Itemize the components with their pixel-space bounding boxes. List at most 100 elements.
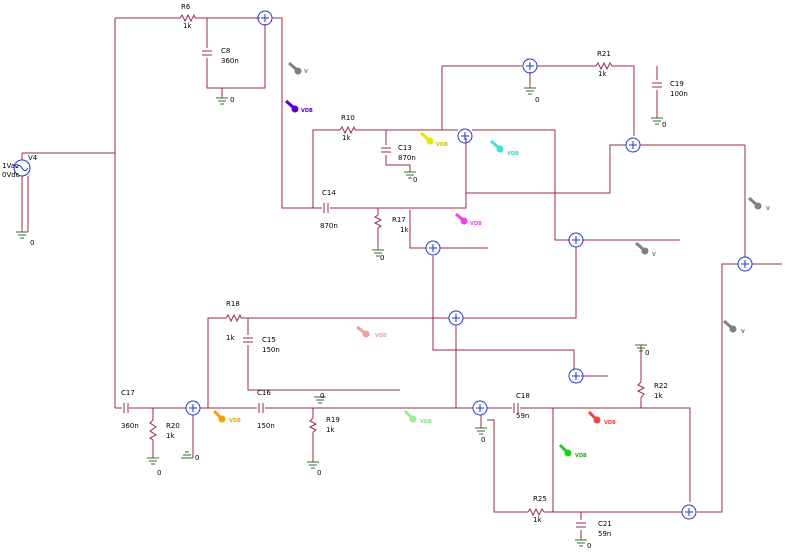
r25-value: 1k	[533, 516, 542, 524]
probe-tip	[218, 415, 226, 423]
capacitor-c21	[576, 522, 586, 528]
ground-label: 0	[535, 96, 539, 104]
probe-tip	[409, 415, 417, 423]
probe-marker[interactable]: VDB	[455, 212, 482, 227]
probe-tip	[754, 202, 762, 210]
summer-8	[448, 310, 464, 326]
ground-7	[147, 457, 159, 465]
resistor-r10	[339, 125, 356, 135]
summer-7	[737, 256, 753, 272]
probe-tip	[641, 247, 649, 255]
probe-marker[interactable]: VDB	[403, 409, 432, 425]
probe-tip	[564, 449, 572, 457]
capacitors	[123, 50, 662, 528]
resistor-r21	[595, 61, 613, 71]
probe-marker[interactable]: VDB	[587, 410, 616, 426]
c18-value: 59n	[516, 412, 529, 420]
source-name: V4	[28, 154, 38, 162]
c21-name: C21	[598, 520, 612, 528]
probe-marker[interactable]: V	[723, 319, 745, 335]
probe-tip	[729, 325, 737, 333]
probe-marker[interactable]: VDB	[420, 131, 448, 148]
ground-label: 0	[157, 469, 161, 477]
ground-3	[524, 87, 536, 95]
summing-junctions	[185, 10, 753, 520]
ground-8	[181, 451, 193, 459]
ground-label: 0	[320, 392, 324, 400]
resistors	[149, 13, 646, 517]
c14-name: C14	[322, 189, 336, 197]
summer-12	[681, 504, 697, 520]
r18-value: 1k	[226, 334, 235, 342]
probe-markers[interactable]: V VDB VDB VDB VDB V	[212, 61, 770, 459]
c19-value: 100n	[670, 90, 688, 98]
summer-6	[425, 240, 441, 256]
ground-6	[372, 249, 384, 257]
r19-value: 1k	[326, 426, 335, 434]
probe-label: VDB	[229, 418, 241, 424]
r6-name: R6	[181, 3, 191, 11]
r18-name: R18	[226, 300, 240, 308]
probe-marker[interactable]: V	[288, 61, 308, 75]
r10-name: R10	[341, 114, 355, 122]
ground-labels: 0 0 0 0 0 0 0 0 0 0 0 0 0	[30, 96, 666, 550]
ground-10	[314, 396, 326, 404]
source-ac: 1Vac	[2, 162, 19, 170]
summer-2	[522, 58, 538, 74]
probe-label: V	[304, 69, 308, 75]
r22-name: R22	[654, 382, 668, 390]
probe-marker[interactable]: V	[635, 241, 656, 258]
capacitor-c19	[652, 82, 662, 88]
r19-name: R19	[326, 416, 340, 424]
probe-label: VDB	[436, 142, 448, 148]
probe-tip	[294, 67, 302, 75]
probe-label: V	[741, 329, 745, 335]
capacitor-c15	[243, 337, 253, 343]
r22-value: 1k	[654, 392, 663, 400]
c21-value: 59n	[598, 530, 611, 538]
r20-value: 1k	[166, 432, 175, 440]
probe-marker[interactable]: VDB	[558, 443, 587, 459]
c13-name: C13	[398, 144, 412, 152]
ground-label: 0	[317, 469, 321, 477]
probe-tip	[460, 217, 468, 225]
capacitor-c18	[513, 403, 519, 413]
probe-label: V	[652, 252, 656, 258]
r17-value: 1k	[400, 226, 409, 234]
resistor-r20	[149, 419, 157, 441]
ground-label: 0	[413, 176, 417, 184]
ground-label: 0	[481, 436, 485, 444]
resistor-r19	[308, 417, 318, 433]
probe-label: VDB	[575, 453, 587, 459]
summer-11	[472, 400, 488, 416]
resistor-r22	[636, 381, 646, 399]
resistor-r6	[179, 13, 196, 23]
probe-tip	[362, 330, 370, 338]
probe-marker[interactable]: VDB	[285, 99, 313, 114]
r20-name: R20	[166, 422, 180, 430]
probe-label: VDB	[375, 333, 387, 339]
ground-13	[635, 344, 647, 352]
c17-value: 360n	[121, 422, 139, 430]
probe-marker[interactable]: V	[748, 196, 770, 212]
ground-12	[575, 539, 587, 547]
ground-label: 0	[195, 454, 199, 462]
r10-value: 1k	[342, 134, 351, 142]
summer-3	[457, 128, 473, 144]
ground-label: 0	[380, 254, 384, 262]
r25-name: R25	[533, 495, 547, 503]
probe-marker[interactable]: VDB	[212, 409, 241, 424]
summer-4	[625, 137, 641, 153]
capacitor-c8	[202, 50, 212, 56]
summer-9	[568, 368, 584, 384]
source-dc: 0Vdc	[2, 171, 20, 179]
grounds	[16, 87, 663, 547]
probe-label: VDB	[420, 419, 432, 425]
component-labels: V4 1Vac 0Vdc R6 1k R21 1k R10 1k R17 1k …	[2, 3, 688, 538]
ground-label: 0	[662, 121, 666, 129]
probe-marker[interactable]: VDB	[356, 325, 387, 339]
summer-1	[257, 10, 273, 26]
probe-marker[interactable]: VDB	[490, 139, 519, 157]
c16-name: C16	[257, 389, 271, 397]
